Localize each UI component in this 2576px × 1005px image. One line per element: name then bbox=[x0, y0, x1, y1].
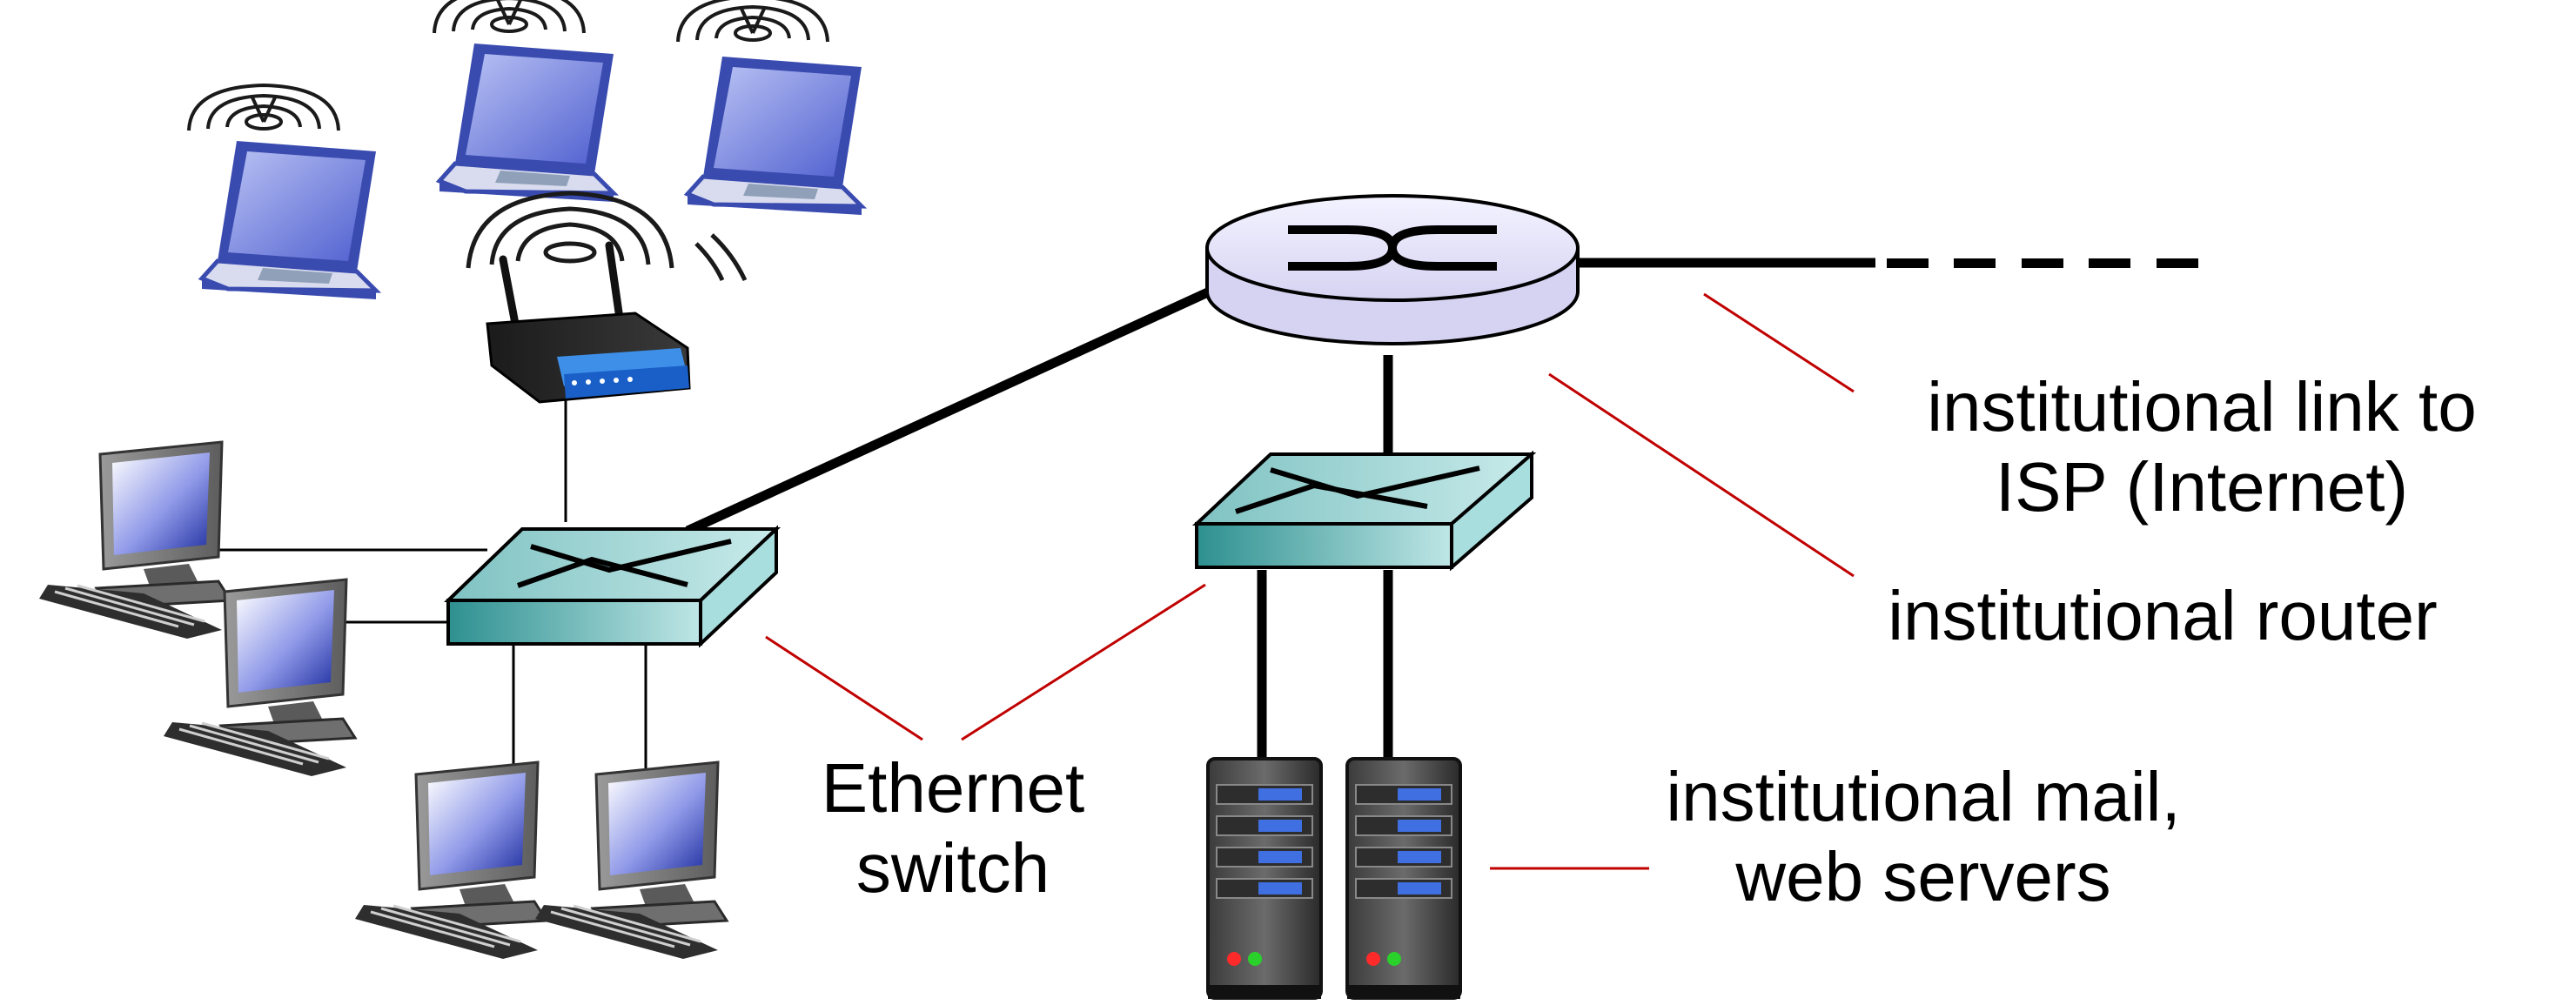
laptop-icon bbox=[439, 44, 614, 202]
isp-link-callout-line bbox=[1703, 292, 1855, 393]
servers-label-line2: web servers bbox=[1735, 838, 2111, 915]
switch-label: Ethernet switch bbox=[788, 748, 1118, 908]
server-tower-icon bbox=[1206, 757, 1323, 1001]
wireless-access-point-icon bbox=[466, 191, 748, 404]
desktop-computer-icon bbox=[37, 440, 232, 640]
switch-callout-line bbox=[961, 583, 1206, 741]
switch-callout-line bbox=[765, 635, 923, 741]
server-tower-icon bbox=[1345, 757, 1462, 1001]
wireless-signal-icon bbox=[676, 0, 829, 44]
isp-link-dashed bbox=[1887, 258, 2198, 268]
router-label: institutional router bbox=[1823, 576, 2502, 656]
desktop-computer-icon bbox=[533, 760, 728, 961]
servers-label-line1: institutional mail, bbox=[1666, 758, 2181, 835]
desktop-computer-icon bbox=[353, 760, 548, 961]
router-to-switch1-link bbox=[685, 287, 1212, 535]
router-label-text: institutional router bbox=[1888, 577, 2438, 654]
servers-label: institutional mail, web servers bbox=[1610, 757, 2237, 917]
isp-link-label-line2: ISP (Internet) bbox=[1995, 448, 2409, 526]
desktop-computer-icon bbox=[162, 578, 357, 778]
wireless-signal-icon bbox=[433, 0, 586, 35]
isp-link-label-line1: institutional link to bbox=[1927, 368, 2477, 446]
laptop-icon bbox=[202, 141, 376, 299]
router-callout-line bbox=[1548, 372, 1855, 578]
switch-label-line1: Ethernet bbox=[821, 749, 1085, 827]
switch-label-line2: switch bbox=[855, 829, 1050, 907]
laptop-icon bbox=[688, 57, 862, 215]
isp-link-label: institutional link to ISP (Internet) bbox=[1862, 367, 2541, 527]
ethernet-switch-icon bbox=[1191, 450, 1537, 572]
wireless-signal-icon bbox=[187, 84, 340, 132]
ethernet-switch-icon bbox=[444, 525, 782, 648]
router-icon bbox=[1205, 194, 1580, 345]
